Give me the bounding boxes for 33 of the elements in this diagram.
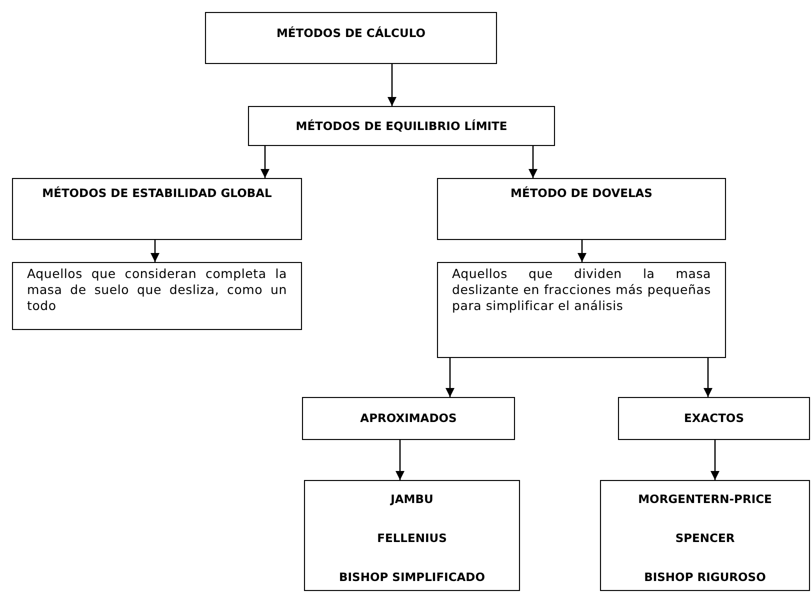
method-box (600, 480, 810, 591)
arrow (150, 240, 160, 262)
arrow (703, 358, 713, 397)
description-box (437, 262, 726, 358)
method-name: BISHOP RIGUROSO (643, 569, 767, 586)
heading-text: MÉTODO DE DOVELAS (510, 185, 654, 202)
method-name: MORGENTERN-PRICE (637, 491, 773, 508)
method-name: FELLENIUS (376, 530, 448, 547)
arrow (710, 440, 720, 480)
method-name: SPENCER (674, 530, 736, 547)
arrow (528, 146, 538, 178)
method-box (205, 12, 497, 64)
method-box (618, 397, 810, 440)
method-box (12, 178, 302, 240)
method-name: JAMBU (389, 491, 434, 508)
arrow (445, 358, 455, 397)
heading-text: MÉTODOS DE EQUILIBRIO LÍMITE (294, 118, 508, 135)
description-text: Aquellos que dividen la masa deslizante en fracciones más pequeñas para simplificar el análisis (451, 265, 712, 315)
arrow (260, 146, 270, 178)
method-box (302, 397, 515, 440)
arrow (387, 64, 397, 106)
arrow (395, 440, 405, 480)
description-box (12, 262, 302, 330)
arrow (577, 240, 587, 262)
method-box (248, 106, 555, 146)
heading-text: APROXIMADOS (359, 410, 458, 427)
method-box (304, 480, 520, 591)
description-text: Aquellos que consideran completa la masa de suelo que desliza, como un todo (26, 265, 288, 315)
heading-text: MÉTODOS DE ESTABILIDAD GLOBAL (41, 185, 273, 202)
method-box (437, 178, 726, 240)
method-name: BISHOP SIMPLIFICADO (338, 569, 486, 586)
heading-text: MÉTODOS DE CÁLCULO (275, 25, 427, 42)
heading-text: EXACTOS (683, 410, 745, 427)
